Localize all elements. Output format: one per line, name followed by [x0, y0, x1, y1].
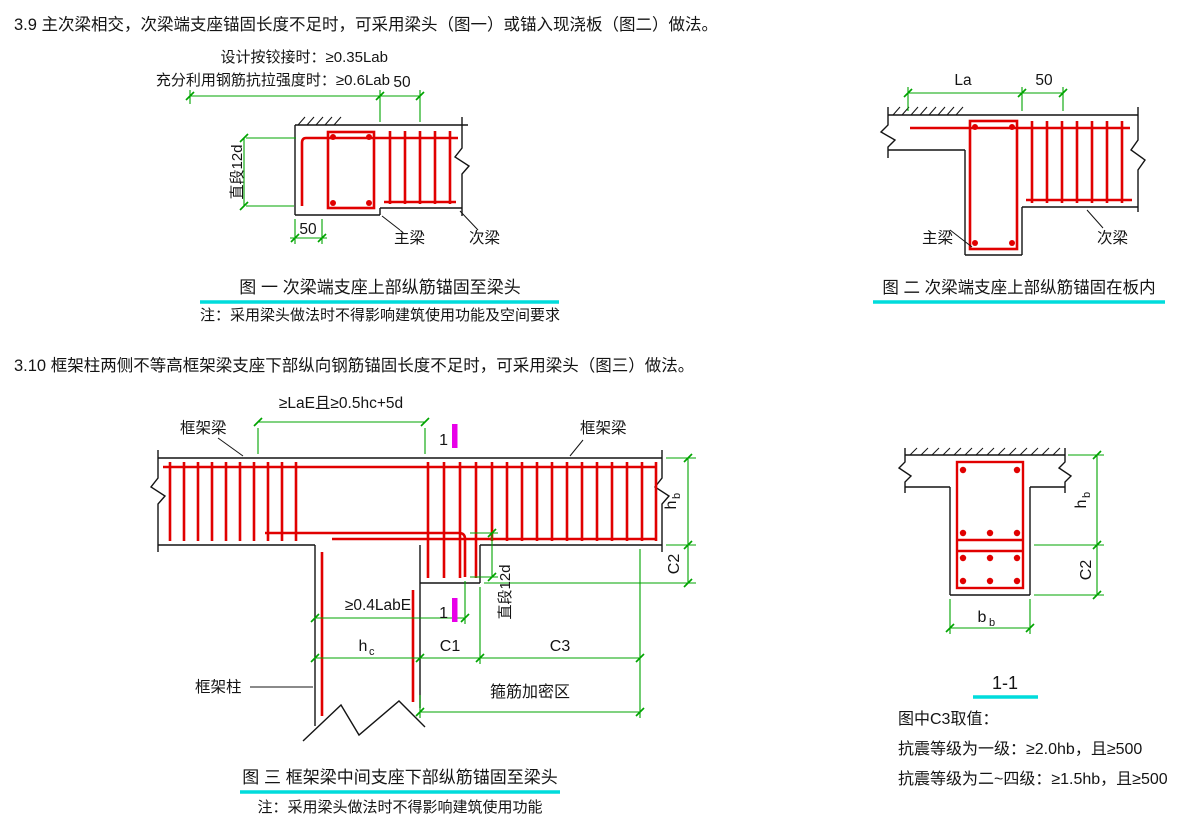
section-3-9-heading: 3.9 主次梁相交，次梁端支座锚固长度不足时，可采用梁头（图一）或锚入现浇板（图…: [14, 15, 718, 34]
s11-note-line2: 抗震等级为二~四级：≥1.5hb，且≥500: [898, 770, 1168, 788]
fig3-dim-c2-label: C2: [666, 554, 683, 575]
fig2-break-right: [1130, 107, 1146, 212]
fig3-dim-c3-label: C3: [550, 638, 571, 655]
s11-break-right: [1057, 448, 1073, 493]
fig3-dim-hb-label: h b: [663, 493, 683, 510]
fig2-dimension-ticks: [903, 88, 1068, 98]
fig2-hatch-marks: [892, 106, 964, 116]
s11-dim-hb-label: h b: [1073, 492, 1093, 509]
fig3-frame-beam-left-label: 框架梁: [180, 419, 227, 437]
fig3-dimension-ticks: [253, 417, 693, 717]
fig1-dimension-ticks: [185, 91, 425, 243]
svg-text:b: b: [978, 609, 987, 626]
fig3-dim-12d-label: 直段12d: [497, 564, 514, 619]
fig3-note: 注：采用梁头做法时不得影响建筑使用功能: [257, 799, 542, 816]
s11-title: 1-1: [992, 673, 1018, 693]
fig2-break-left: [879, 107, 897, 158]
s11-dimension-ticks: [945, 450, 1102, 633]
fig3-frame-beam-right-label: 框架梁: [580, 419, 627, 437]
s11-note-line1: 抗震等级为一级：≥2.0hb，且≥500: [898, 740, 1142, 758]
fig2-main-beam-stirrup: [968, 119, 1019, 251]
fig3-column-break: [302, 700, 426, 742]
s11-rebar-dots: [959, 466, 1021, 585]
section-mark-bar-top: [452, 424, 458, 448]
svg-text:h: h: [1073, 500, 1090, 509]
fig2-drawing: La 50 主梁 次梁 图 二 次梁端支座上部纵筋锚固在板内: [873, 72, 1165, 304]
fig3-caption: 图 三 框架梁中间支座下部纵筋锚固至梁头: [242, 768, 557, 787]
s11-break-left: [897, 448, 913, 493]
fig3-frame-column-label: 框架柱: [195, 678, 242, 696]
fig1-secondary-beam-label: 次梁: [469, 229, 500, 247]
svg-text:b: b: [989, 617, 995, 629]
svg-text:b: b: [671, 493, 683, 499]
s11-rebar: [955, 460, 1025, 590]
fig1-drawing: 设计按铰接时：≥0.35Lab 充分利用钢筋抗拉强度时：≥0.6Lab 50 直…: [156, 48, 560, 324]
section-1-1-drawing: h b C2 b b 1-1 图中C3取值： 抗震等级为一级：≥2.0hb，且≥…: [897, 447, 1168, 788]
fig2-dim-50-label: 50: [1035, 72, 1053, 89]
fig3-dim-lae-label: ≥LaE且≥0.5hc+5d: [279, 395, 403, 412]
fig3-section-number-bottom: 1: [439, 605, 448, 622]
fig3-section-marks: [452, 424, 458, 622]
fig2-leader-lines: [949, 209, 1104, 248]
fig1-hatch-marks: [297, 116, 342, 126]
fig1-break-symbol: [453, 117, 471, 216]
s11-stirrup: [955, 460, 1025, 590]
svg-text:b: b: [1081, 492, 1093, 498]
fig2-caption: 图 二 次梁端支座上部纵筋锚固在板内: [882, 278, 1155, 297]
fig3-break-right: [653, 450, 671, 552]
fig2-rebar: [910, 119, 1132, 251]
fig1-rebar-dots: [330, 134, 372, 206]
fig1-caption: 图 一 次梁端支座上部纵筋锚固至梁头: [239, 278, 520, 297]
fig2-dimension-lines: [907, 87, 1064, 111]
fig3-rebar: [163, 462, 658, 716]
fig3-leader-lines: [217, 437, 584, 688]
fig2-dim-la-label: La: [954, 72, 972, 89]
fig1-rebar: [300, 130, 458, 210]
fig1-main-beam-stirrup: [326, 130, 376, 210]
fig3-dim-hc-label: h c: [359, 638, 375, 658]
fig2-secondary-beam-label: 次梁: [1097, 229, 1128, 247]
svg-text:h: h: [663, 501, 680, 510]
section-mark-bar-bottom: [452, 598, 458, 622]
svg-text:c: c: [369, 646, 375, 658]
s11-hatch-marks: [909, 447, 1061, 456]
fig2-main-beam-label: 主梁: [922, 229, 953, 247]
fig2-structure-lines: [879, 107, 1146, 256]
s11-dim-c2-label: C2: [1078, 560, 1095, 581]
s11-dimension-lines: [949, 454, 1104, 634]
fig3-stirrup-zone-label: 箍筋加密区: [490, 683, 570, 701]
s11-note-title: 图中C3取值：: [898, 710, 998, 728]
fig3-drawing: ≥LaE且≥0.5hc+5d 框架梁 框架梁 1 1 ≥0.4LabE 直段12…: [149, 395, 696, 816]
s11-structure-lines: [897, 448, 1073, 596]
fig1-top-bar-with-hook: [300, 136, 458, 206]
s11-dim-bb-label: b b: [978, 609, 996, 629]
fig1-dim-50-top-label: 50: [393, 74, 411, 91]
fig2-rebar-dots: [972, 124, 1015, 246]
fig1-dim-hinged-label: 设计按铰接时：≥0.35Lab: [221, 48, 388, 66]
fig3-section-number-top: 1: [439, 432, 448, 449]
fig1-main-beam-label: 主梁: [394, 229, 425, 247]
fig1-dim-50-bottom-label: 50: [299, 221, 317, 238]
fig3-dim-04labe-label: ≥0.4LabE: [345, 597, 411, 614]
fig1-dim-full-strength-label: 充分利用钢筋抗拉强度时：≥0.6Lab: [156, 72, 390, 89]
fig3-structure-lines: [149, 450, 671, 742]
section-3-10-heading: 3.10 框架柱两侧不等高框架梁支座下部纵向钢筋锚固长度不足时，可采用梁头（图三…: [14, 356, 694, 375]
fig3-dim-c1-label: C1: [440, 638, 461, 655]
fig1-dim-12d-label: 直段12d: [229, 144, 246, 199]
fig1-leader-lines: [381, 210, 479, 231]
fig3-break-left: [149, 450, 167, 552]
svg-text:h: h: [359, 638, 368, 655]
fig1-note: 注：采用梁头做法时不得影响建筑使用功能及空间要求: [200, 307, 560, 324]
fig1-structure-lines: [294, 117, 471, 216]
fig3-dimension-lines: [257, 421, 696, 718]
